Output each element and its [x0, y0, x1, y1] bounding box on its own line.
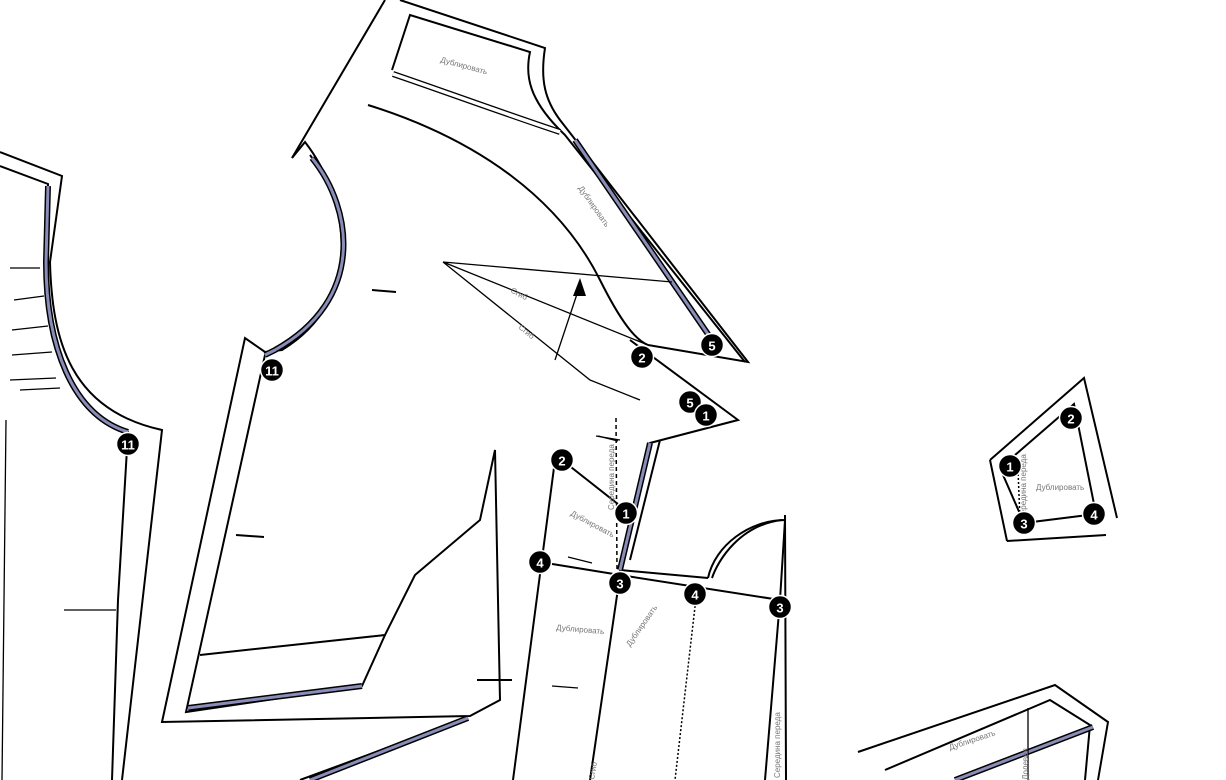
- notch-marker: 3: [607, 570, 633, 596]
- notch-marker: 3: [1011, 510, 1037, 536]
- marker-circle: [677, 389, 703, 415]
- fold-label: Сгиб: [517, 323, 537, 342]
- marker-number: 11: [121, 438, 135, 453]
- grain-label: Долевая: [1021, 748, 1030, 780]
- notch-marker: 2: [549, 447, 575, 473]
- marker-number: 11: [265, 364, 279, 379]
- duplicate-label: Дублировать: [624, 603, 659, 648]
- duplicate-label: Дублировать: [1036, 483, 1084, 492]
- notch-marker: 4: [527, 549, 553, 575]
- piece-labels: Дублировать Дублировать Сгиб Сгиб Дублир…: [439, 55, 1084, 780]
- marker-circle: [1058, 405, 1084, 431]
- duplicate-label: Дублировать: [556, 623, 605, 636]
- marker-number: 5: [686, 396, 693, 411]
- marker-number: 1: [1006, 460, 1013, 475]
- marker-circle: [115, 431, 141, 457]
- marker-number: 4: [536, 556, 544, 571]
- notch-marker: 11: [115, 431, 141, 457]
- fold-label: Сгиб: [587, 761, 599, 780]
- marker-number: 5: [708, 339, 715, 354]
- marker-circle: [527, 549, 553, 575]
- marker-number: 1: [622, 507, 629, 522]
- notch-marker: 2: [629, 344, 655, 370]
- left-pattern-piece: [0, 151, 164, 780]
- duplicate-label: Дублировать: [569, 509, 616, 540]
- marker-number: 3: [1020, 517, 1027, 532]
- arrow-head-icon: [573, 278, 586, 296]
- notch-marker: 1: [997, 453, 1023, 479]
- marker-circle: [767, 594, 793, 620]
- marker-number: 3: [776, 601, 783, 616]
- marker-number: 3: [616, 577, 623, 592]
- marker-number: 2: [558, 454, 565, 469]
- bottom-right-pattern-piece: [857, 683, 1110, 780]
- notch-marker: 1: [613, 500, 639, 526]
- notch-marker: 3: [767, 594, 793, 620]
- center-front-label: Середина переда: [607, 444, 616, 510]
- marker-circle: [259, 357, 285, 383]
- marker-circle: [682, 581, 708, 607]
- marker-circle: [607, 570, 633, 596]
- marker-circle: [693, 402, 719, 428]
- bodice-pattern-piece: [160, 140, 512, 780]
- marker-circle: [549, 447, 575, 473]
- marker-number: 2: [638, 351, 645, 366]
- notch-marker: 5: [699, 332, 725, 358]
- duplicate-label: Дублировать: [439, 55, 488, 76]
- marker-number: 4: [691, 588, 699, 603]
- lower-front-pattern-piece: [512, 435, 787, 780]
- marker-circle: [629, 344, 655, 370]
- marker-number: 2: [1067, 412, 1074, 427]
- marker-circle: [699, 332, 725, 358]
- notch-marker: 2: [1058, 405, 1084, 431]
- marker-circle: [1011, 510, 1037, 536]
- marker-circle: [997, 453, 1023, 479]
- fold-label: Сгиб: [509, 286, 529, 302]
- marker-number: 1: [702, 409, 709, 424]
- marker-number: 4: [1090, 508, 1098, 523]
- center-front-label: Середина переда: [773, 712, 782, 778]
- notch-marker: 1: [693, 402, 719, 428]
- notch-marker: 4: [682, 581, 708, 607]
- notch-marker: 4: [1081, 501, 1107, 527]
- marker-circle: [1081, 501, 1107, 527]
- marker-circle: [613, 500, 639, 526]
- center-front-label: Середина переда: [1019, 454, 1028, 520]
- notch-marker: 5: [677, 389, 703, 415]
- notch-marker: 11: [259, 357, 285, 383]
